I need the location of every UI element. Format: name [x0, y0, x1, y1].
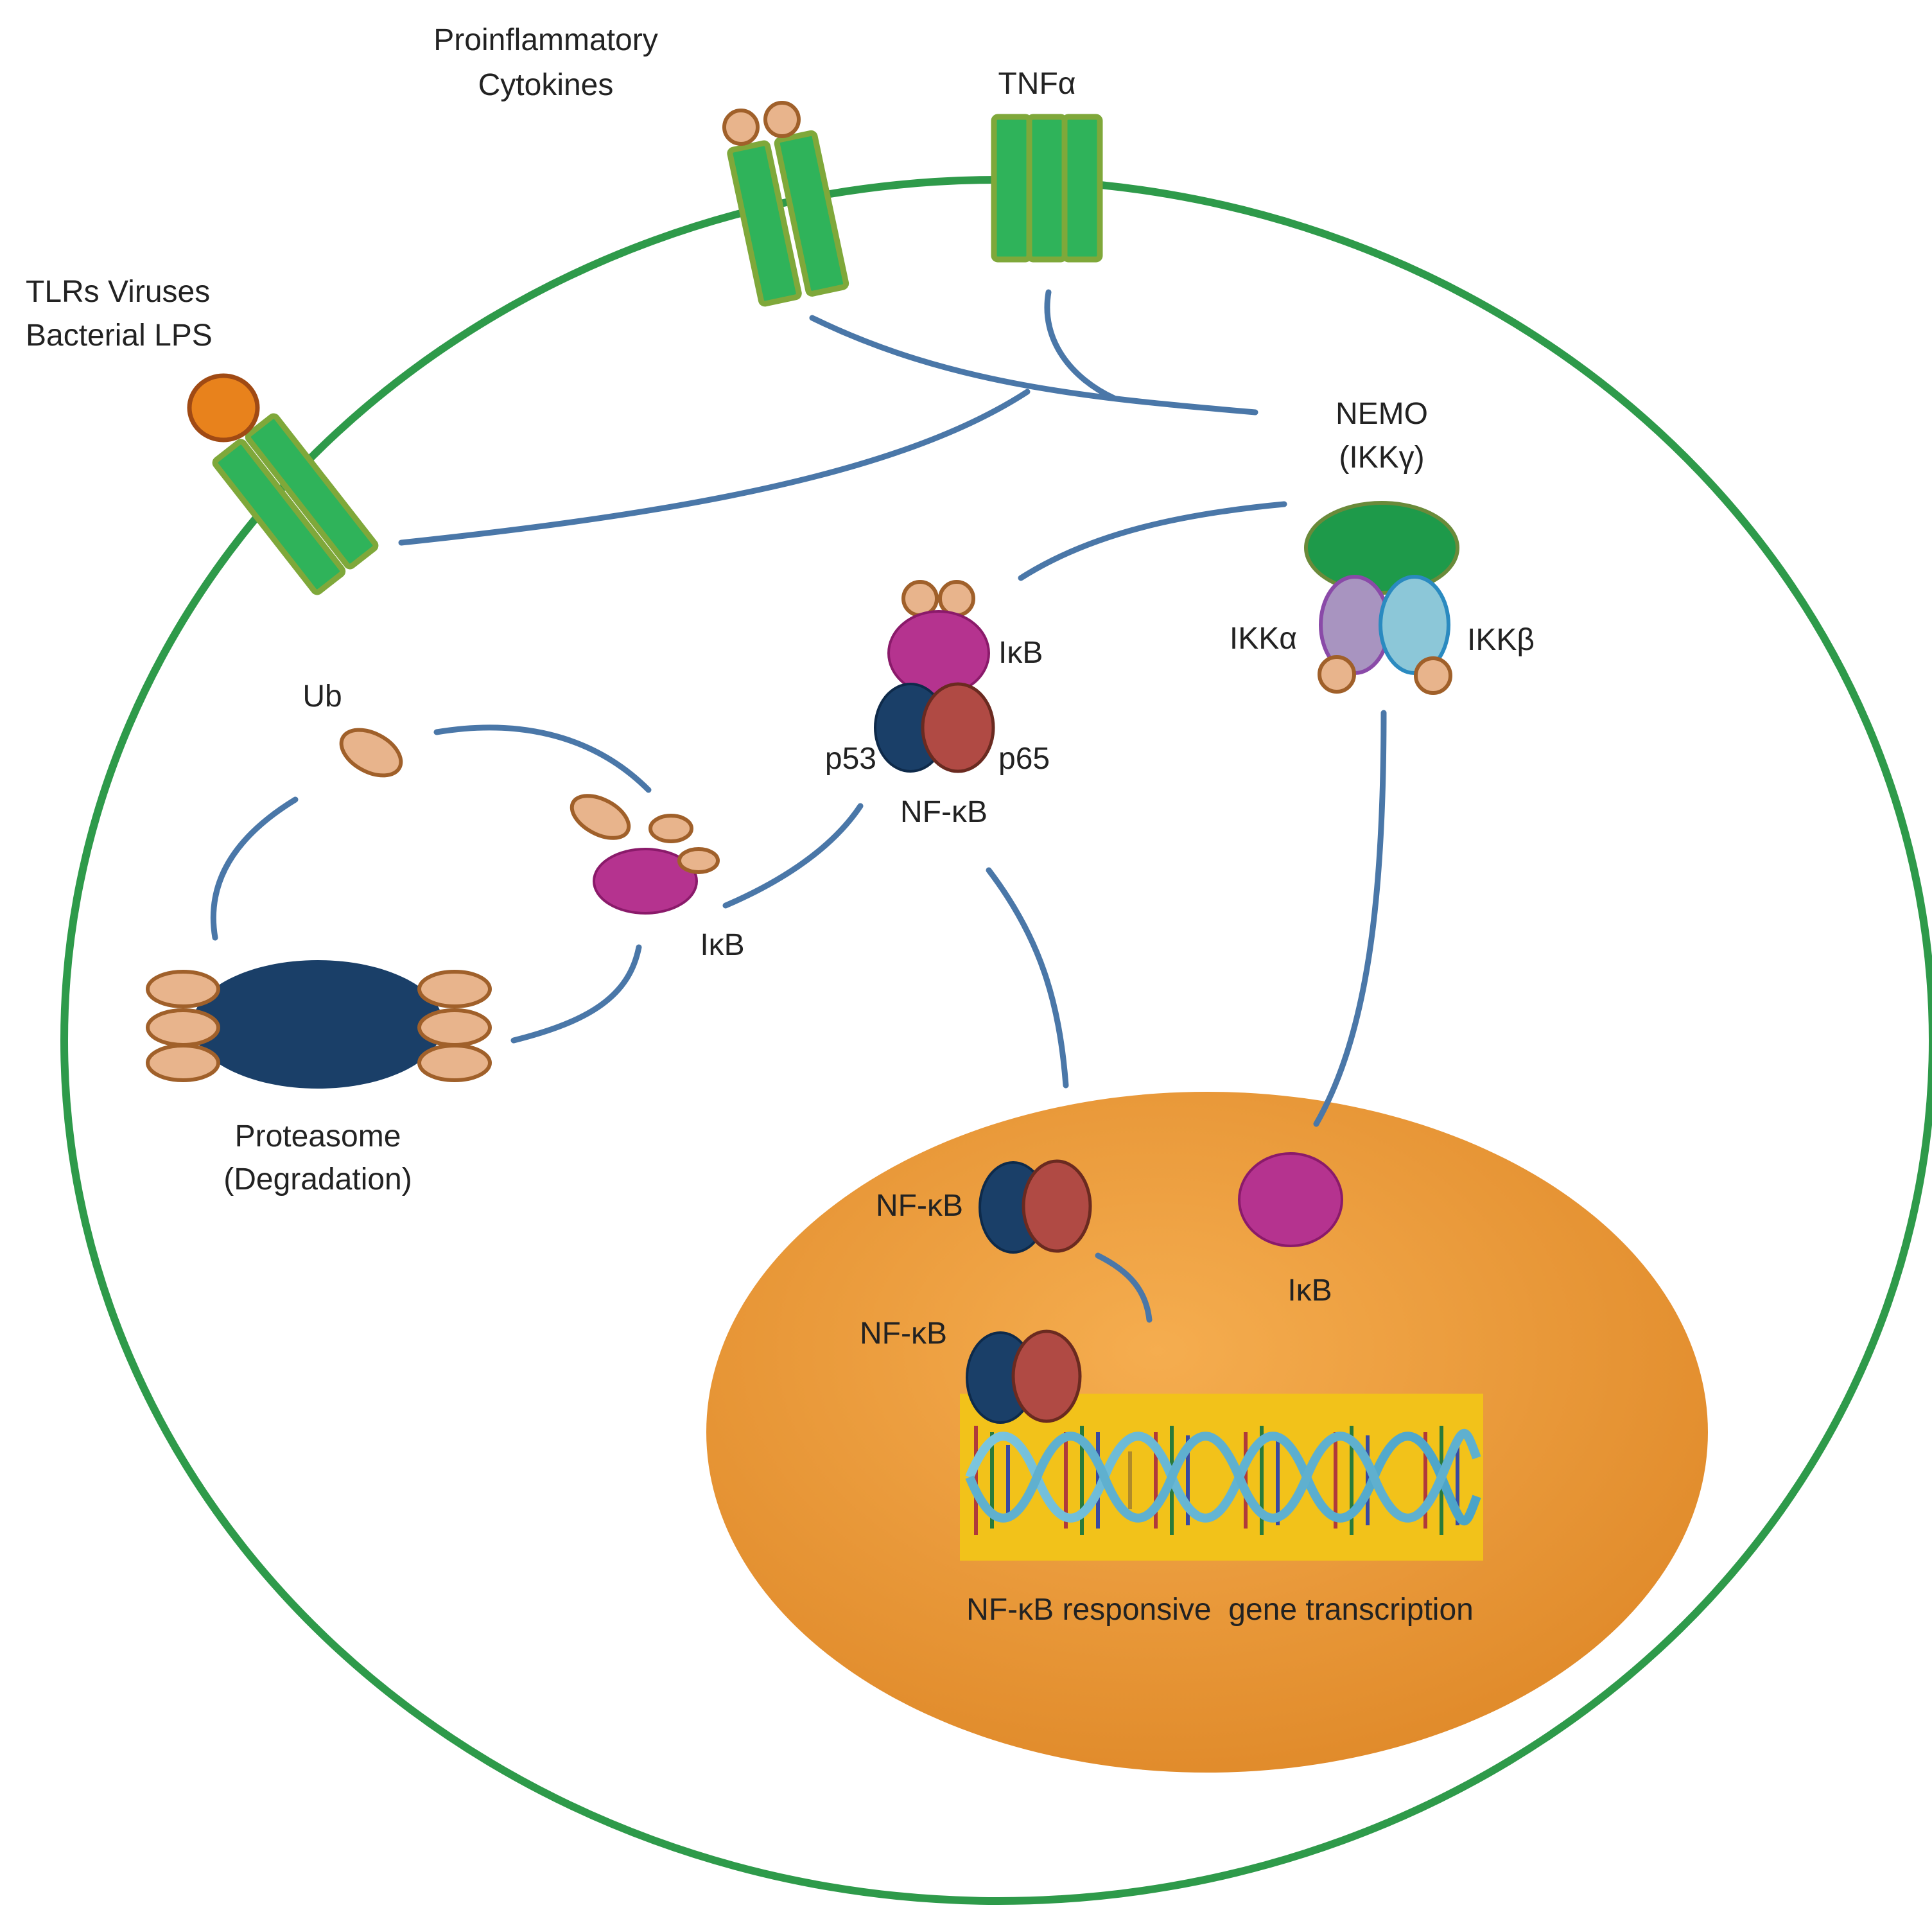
cytokine-ligand [722, 109, 760, 146]
ikb-protein [593, 848, 698, 915]
cytokine-ligand [763, 101, 801, 138]
label-proteasome-2: (Degradation) [223, 1162, 412, 1196]
ikb-protein [887, 610, 990, 696]
label-tlrs-1: TLRs Viruses [26, 275, 210, 309]
cytokine-receptor [727, 130, 849, 307]
nuclear-ikb [1238, 1152, 1343, 1247]
nuclear-nfkb-1 [979, 1159, 1092, 1254]
label-proinflammatory-1: Proinflammatory [433, 23, 657, 57]
label-ikb-complex: IκB [998, 636, 1043, 670]
label-p53: p53 [825, 742, 876, 776]
ikb-nfkb-complex [874, 580, 995, 773]
ubiquitinated-ikb [570, 794, 720, 915]
label-nfkb-nucleus-1: NF-κB [876, 1189, 963, 1223]
label-tnf: TNFα [998, 67, 1075, 101]
label-proteasome-1: Proteasome [235, 1119, 401, 1153]
label-proinflammatory-2: Cytokines [478, 68, 614, 102]
label-ub: Ub [302, 679, 342, 714]
dna-helix-icon [965, 1426, 1481, 1535]
label-ikk-beta: IKKβ [1467, 623, 1535, 657]
nemo-subunit [1304, 501, 1459, 595]
label-ikk-alpha: IKKα [1230, 622, 1297, 656]
label-ikb-free: IκB [700, 928, 744, 962]
tnf-receptor [991, 114, 1103, 263]
label-nfkb-nucleus-2: NF-κB [860, 1317, 947, 1351]
ikk-complex [1304, 501, 1459, 695]
nuclear-nfkb-2 [966, 1329, 1082, 1424]
label-p65: p65 [998, 742, 1050, 776]
label-ikb-nucleus: IκB [1287, 1274, 1332, 1308]
proteasome [146, 960, 492, 1089]
label-nemo-2: (IKKγ) [1339, 441, 1424, 475]
label-gene-transcription: NF-κB responsive gene transcription [966, 1593, 1474, 1627]
ubiquitin [339, 728, 403, 778]
label-tlrs-2: Bacterial LPS [26, 319, 213, 353]
tlr-receptor [212, 413, 379, 595]
label-nfkb-complex: NF-κB [900, 795, 988, 829]
signal-arrows [210, 289, 1387, 1323]
p65-subunit [921, 682, 995, 773]
lps-ligand [187, 373, 260, 442]
label-nemo-1: NEMO [1336, 397, 1428, 431]
